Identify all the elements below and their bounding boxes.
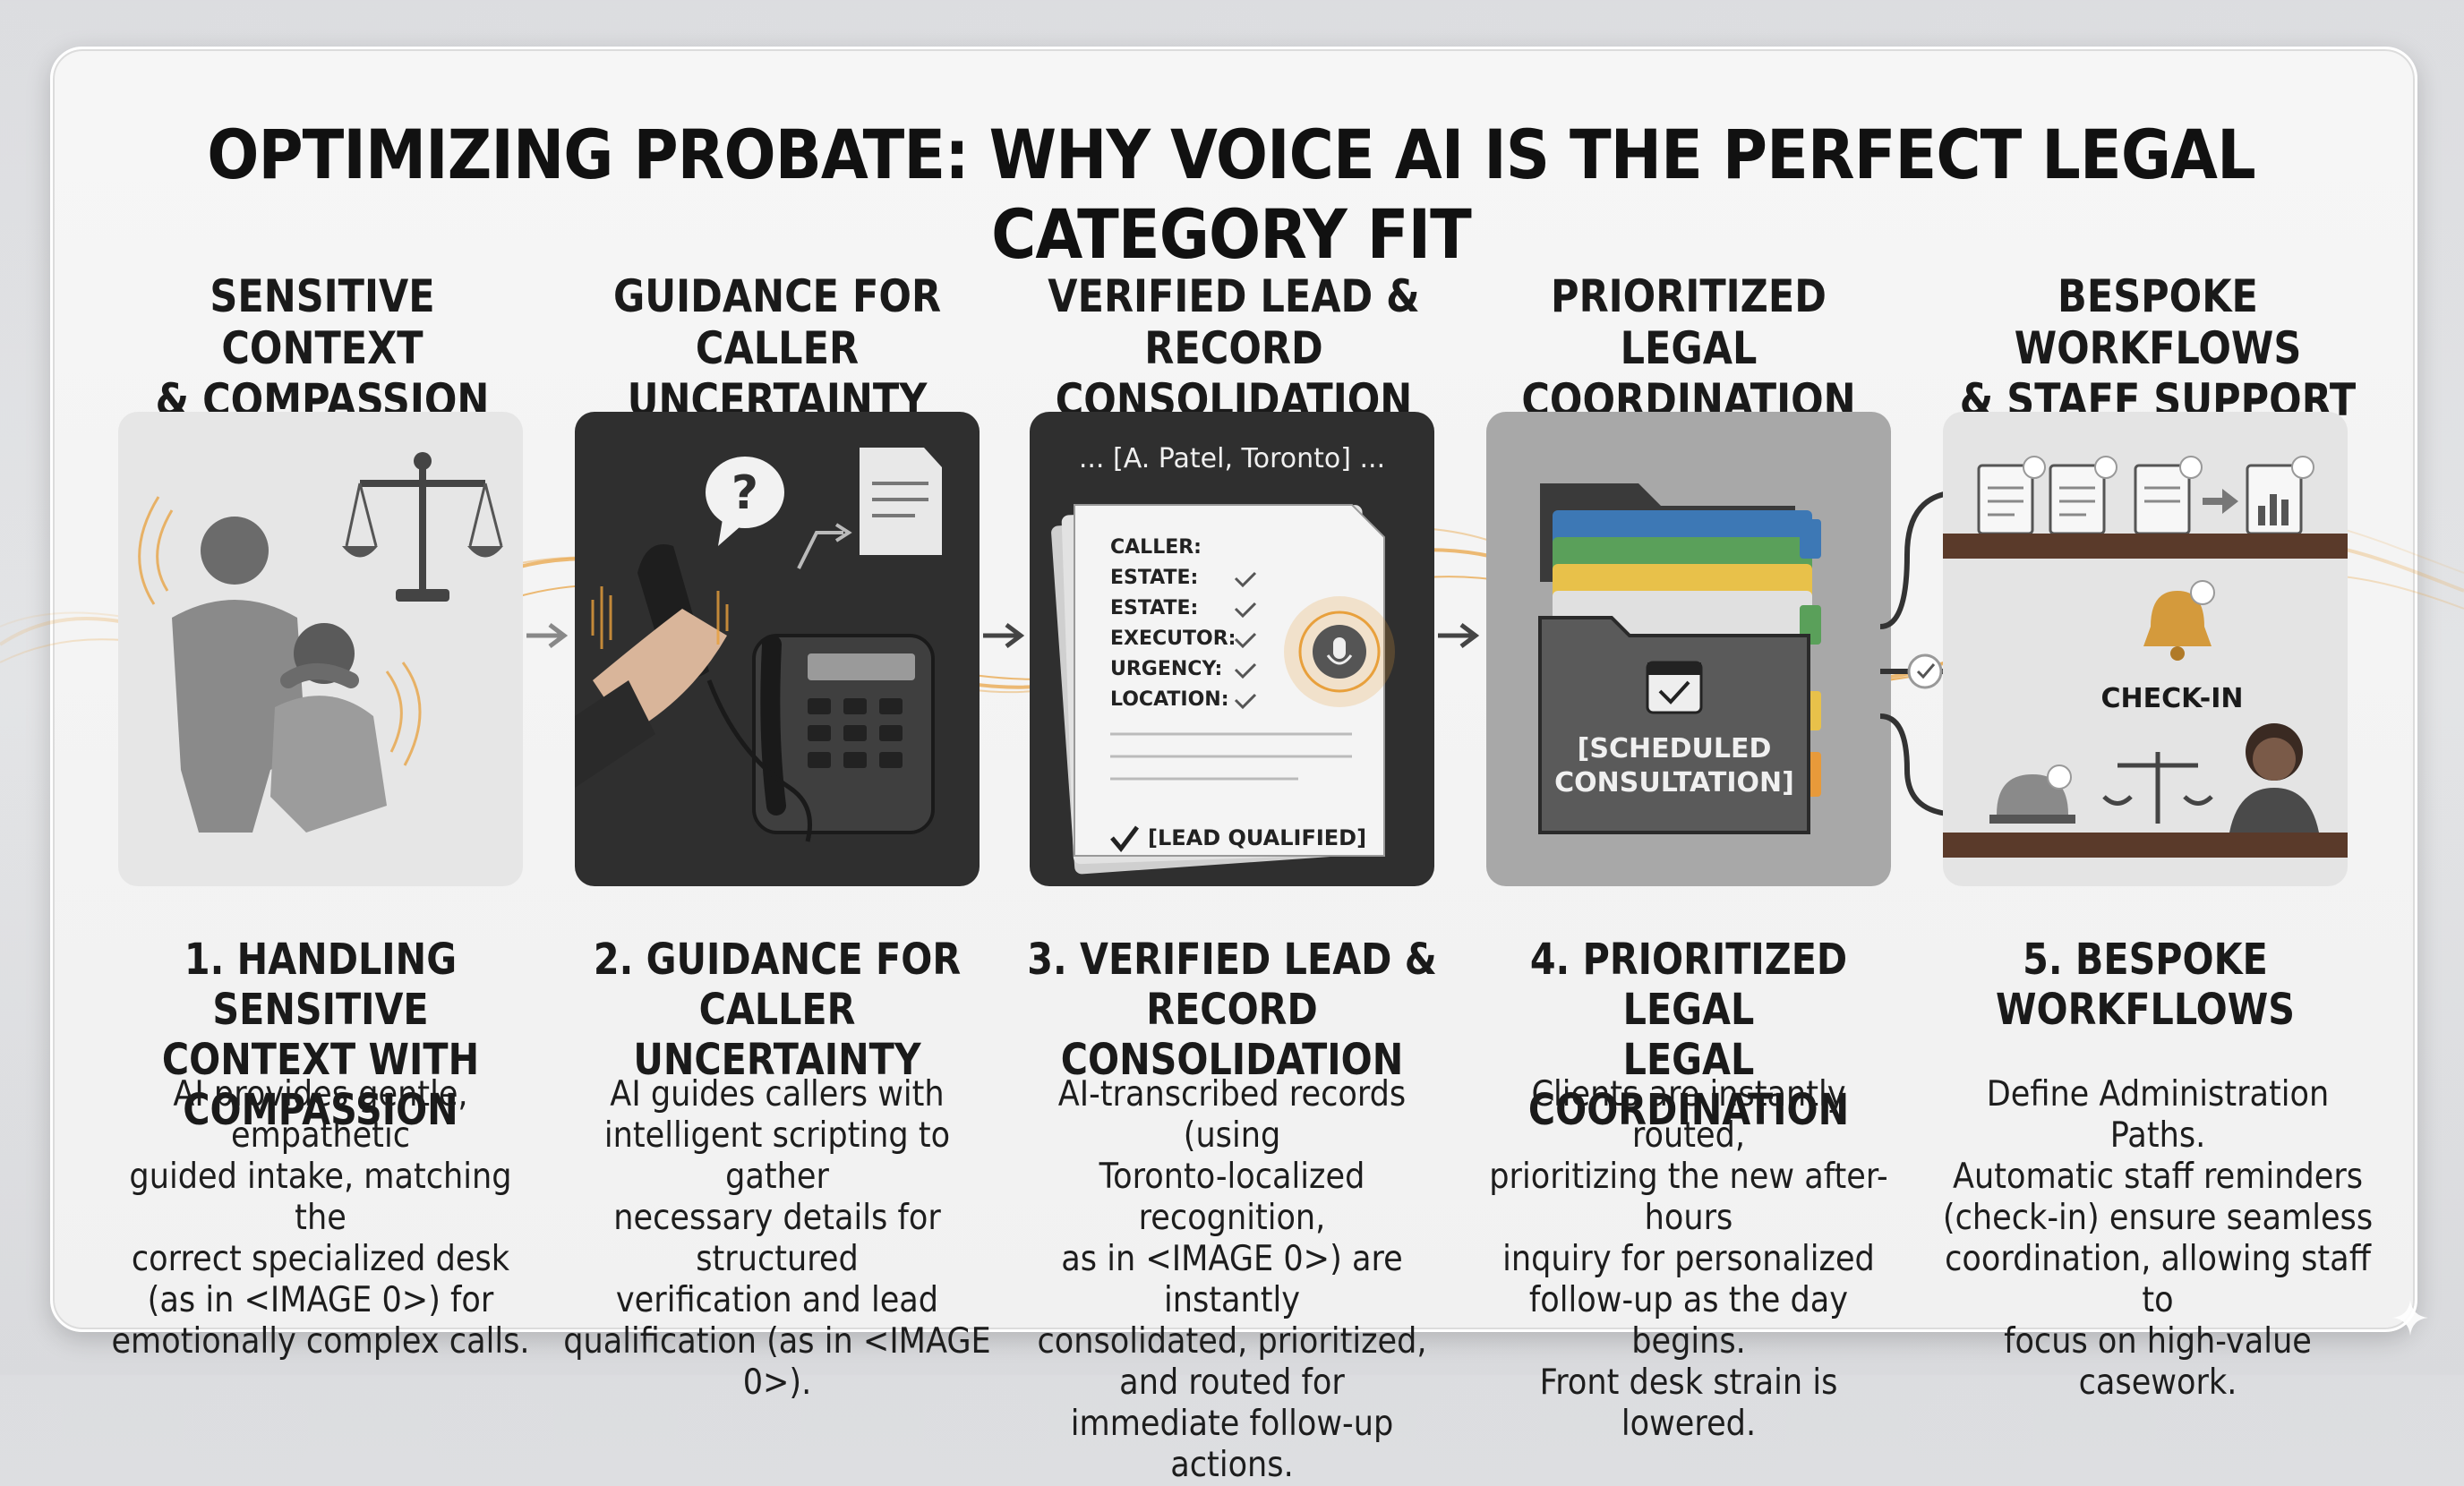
- voice-wave-icon: [591, 586, 729, 649]
- staff-support-illustration: CHECK-IN: [1943, 412, 2348, 886]
- arrow-right-icon: [1438, 623, 1480, 648]
- document-icon: [860, 448, 942, 555]
- checkmark-icons: [1234, 571, 1257, 710]
- step-description-1: AI provides gentle, empathetic guided in…: [111, 1074, 530, 1362]
- record-field-estate: ESTATE:: [1110, 567, 1198, 589]
- check-in-label: CHECK-IN: [2101, 683, 2244, 714]
- question-bubble-icon: ?: [706, 457, 784, 546]
- compassion-illustration: [118, 412, 523, 886]
- bell-icon: [2143, 580, 2215, 661]
- desk-phone-icon: [752, 634, 935, 834]
- column-heading-2: GUIDANCE FOR CALLER UNCERTAINTY: [612, 270, 942, 426]
- file-folder-icon: [1538, 483, 1821, 834]
- phone-guidance-illustration: ?: [575, 412, 980, 886]
- warmth-rings: [138, 496, 422, 766]
- workflow-documents-icon: [1977, 456, 2314, 535]
- scales-of-justice-icon: [342, 452, 503, 602]
- scheduled-consultation-line-2: CONSULTATION]: [1554, 767, 1794, 799]
- step-title-3: 3. VERIFIED LEAD & RECORD CONSOLIDATION: [1027, 935, 1437, 1085]
- step-title-2: 2. GUIDANCE FOR CALLER UNCERTAINTY: [593, 935, 962, 1085]
- record-field-location: LOCATION:: [1110, 688, 1229, 711]
- step-title-5: 5. BESPOKE WORKFLLOWS: [1995, 935, 2296, 1035]
- comforting-people-icon: [172, 517, 387, 833]
- top-shelf: [1943, 534, 2348, 559]
- arrow-right-icon: [983, 623, 1025, 648]
- hand-holding-receiver-icon: [575, 544, 727, 788]
- page-title: OPTIMIZING PROBATE: WHY VOICE AI IS THE …: [207, 115, 2255, 274]
- record-field-caller: CALLER:: [1110, 536, 1202, 559]
- svg-text:?: ?: [732, 466, 758, 520]
- record-field-estate-2: ESTATE:: [1110, 597, 1198, 619]
- stacked-documents-icon: [1051, 504, 1385, 875]
- scales-icon: [2102, 752, 2213, 824]
- step-title-4: 4. PRIORITIZED LEGAL LEGAL COORDINATION: [1527, 935, 1850, 1135]
- lead-qualified-badge: [LEAD QUALIFIED]: [1148, 825, 1366, 850]
- staff-member-icon: [2229, 723, 2319, 833]
- arrow-right-icon: [526, 623, 569, 648]
- lead-record-illustration: ... [A. Patel, Toronto] ... CALLER: ESTA…: [1030, 412, 1434, 886]
- sparkle-icon: [2392, 1300, 2428, 1336]
- record-field-executor: EXECUTOR:: [1110, 628, 1236, 650]
- step-description-5: Define Administration Paths. Automatic s…: [1942, 1074, 2374, 1403]
- step-description-3: AI-transcribed records (using Toronto-lo…: [1037, 1074, 1427, 1485]
- calendar-check-icon: [1646, 661, 1703, 714]
- column-heading-3: VERIFIED LEAD & RECORD CONSOLIDATION: [1048, 270, 1420, 426]
- bottom-shelf: [1943, 833, 2348, 858]
- service-bell-icon: [1989, 764, 2075, 824]
- step-description-4: Clients are instantly routed, prioritizi…: [1489, 1074, 1888, 1444]
- folder-coordination-illustration: [SCHEDULED CONSULTATION]: [1486, 412, 1891, 886]
- record-field-urgency: URGENCY:: [1110, 658, 1222, 680]
- step-description-2: AI guides callers with intelligent scrip…: [563, 1074, 991, 1403]
- column-heading-1: SENSITIVE CONTEXT & COMPASSION: [155, 270, 490, 426]
- column-heading-4: PRIORITIZED LEGAL COORDINATION: [1521, 270, 1856, 426]
- check-icon: [1110, 825, 1139, 853]
- step-title-1: 1. HANDLING SENSITIVE CONTEXT WITH COMPA…: [161, 935, 480, 1135]
- microphone-icon: [1284, 596, 1395, 707]
- scheduled-consultation-line-1: [SCHEDULED: [1578, 733, 1772, 764]
- record-lines: [1110, 732, 1352, 781]
- record-header: ... [A. Patel, Toronto] ...: [1079, 443, 1385, 474]
- column-heading-5: BESPOKE WORKFLOWS & STAFF SUPPORT: [1959, 270, 2357, 426]
